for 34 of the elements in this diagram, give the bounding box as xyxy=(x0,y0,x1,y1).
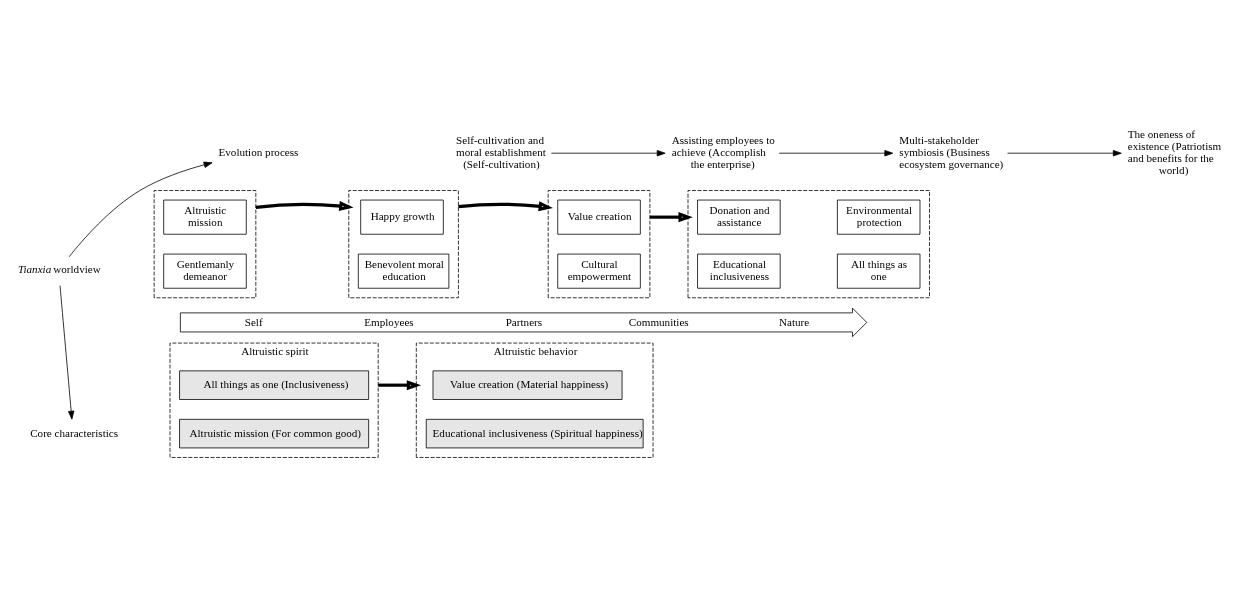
node-box: Value creation xyxy=(557,199,641,235)
arrow xyxy=(59,284,75,420)
node-text: Evolution process xyxy=(218,145,299,158)
node-text: The oneness of existence (Patriotism and benefits for the world) xyxy=(1127,127,1222,176)
node-box: All things as one xyxy=(836,253,921,289)
node-box: Environmental protection xyxy=(836,199,921,235)
node-box: Gentlemanly demeanor xyxy=(163,253,247,289)
node-text: Tianxia worldview xyxy=(17,262,101,275)
cluster xyxy=(547,189,651,298)
arrow xyxy=(649,211,693,222)
arrow xyxy=(255,200,354,211)
node-text: Assisting employees to achieve (Accomplish the enterprise) xyxy=(671,133,775,170)
node-box: Educational inclusiveness (Spiritual happiness) xyxy=(425,418,644,448)
node-box: Happy growth xyxy=(360,199,444,235)
node-box: Benevolent moral education xyxy=(357,253,450,289)
arrow xyxy=(378,379,422,390)
arrow xyxy=(1007,149,1122,156)
arrow xyxy=(551,149,666,156)
node-box: Educational inclusiveness xyxy=(697,253,781,289)
node-box: All things as one (Inclusiveness) xyxy=(179,369,370,400)
node-box: Altruistic mission xyxy=(163,199,247,235)
node-text: Core characteristics xyxy=(30,426,119,439)
node-text: Self-cultivation and moral establishment (Self-cultivation) xyxy=(456,133,546,170)
node-box: Cultural empowerment xyxy=(557,253,641,289)
node-box: Altruistic mission (For common good) xyxy=(179,418,370,448)
arrow xyxy=(458,200,553,211)
cluster xyxy=(153,189,257,298)
node-text: Multi-stakeholder symbiosis (Business ecosystem governance) xyxy=(899,133,1004,170)
arrow xyxy=(68,161,213,257)
arrow xyxy=(778,149,894,156)
cluster xyxy=(687,189,930,298)
node-box: Donation and assistance xyxy=(697,199,781,235)
cluster xyxy=(348,189,459,298)
node-box: Value creation (Material happiness) xyxy=(432,369,623,400)
